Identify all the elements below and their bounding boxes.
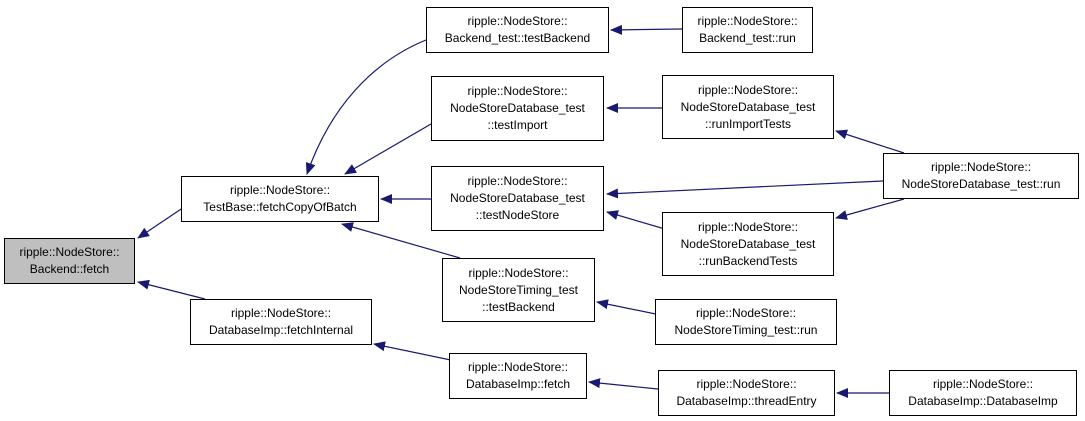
edge-backend-test-run-to-backend-test-test-backend <box>610 24 683 35</box>
node-db-test-test-import[interactable]: ripple::NodeStore:: NodeStoreDatabase_te… <box>431 76 604 141</box>
edge-db-test-run-to-db-test-test-node-store <box>606 180 884 199</box>
node-backend-test-run[interactable]: ripple::NodeStore:: Backend_test::run <box>682 7 813 53</box>
node-db-test-run-import-tests[interactable]: ripple::NodeStore:: NodeStoreDatabase_te… <box>662 75 834 139</box>
node-database-imp-thread-entry[interactable]: ripple::NodeStore:: DatabaseImp::threadE… <box>658 370 835 416</box>
node-timing-test-run[interactable]: ripple::NodeStore:: NodeStoreTiming_test… <box>655 299 837 345</box>
node-db-test-run[interactable]: ripple::NodeStore:: NodeStoreDatabase_te… <box>883 153 1079 199</box>
node-backend-fetch: ripple::NodeStore:: Backend::fetch <box>4 238 135 284</box>
node-database-imp-fetch[interactable]: ripple::NodeStore:: DatabaseImp::fetch <box>449 353 587 399</box>
node-timing-test-test-backend[interactable]: ripple::NodeStore:: NodeStoreTiming_test… <box>442 258 595 322</box>
edge-database-imp-thread-entry-to-database-imp-fetch <box>588 378 659 390</box>
edge-db-test-test-import-to-fetch-copy-of-batch <box>344 123 432 175</box>
node-db-test-test-node-store[interactable]: ripple::NodeStore:: NodeStoreDatabase_te… <box>431 166 604 231</box>
edge-fetch-internal-to-backend-fetch <box>137 279 206 300</box>
edge-db-test-run-to-db-test-run-import-tests <box>835 129 905 154</box>
node-fetch-internal[interactable]: ripple::NodeStore:: DatabaseImp::fetchIn… <box>190 299 372 345</box>
edge-timing-test-test-backend-to-fetch-copy-of-batch <box>341 222 461 259</box>
node-database-imp-ctor[interactable]: ripple::NodeStore:: DatabaseImp::Databas… <box>889 370 1077 416</box>
node-backend-test-test-backend[interactable]: ripple::NodeStore:: Backend_test::testBa… <box>426 7 609 53</box>
edge-backend-test-test-backend-to-fetch-copy-of-batch <box>305 39 427 175</box>
node-db-test-run-backend-tests[interactable]: ripple::NodeStore:: NodeStoreDatabase_te… <box>662 212 834 276</box>
node-fetch-copy-of-batch[interactable]: ripple::NodeStore:: TestBase::fetchCopyO… <box>181 176 379 222</box>
edge-db-test-run-to-db-test-run-backend-tests <box>835 198 905 220</box>
